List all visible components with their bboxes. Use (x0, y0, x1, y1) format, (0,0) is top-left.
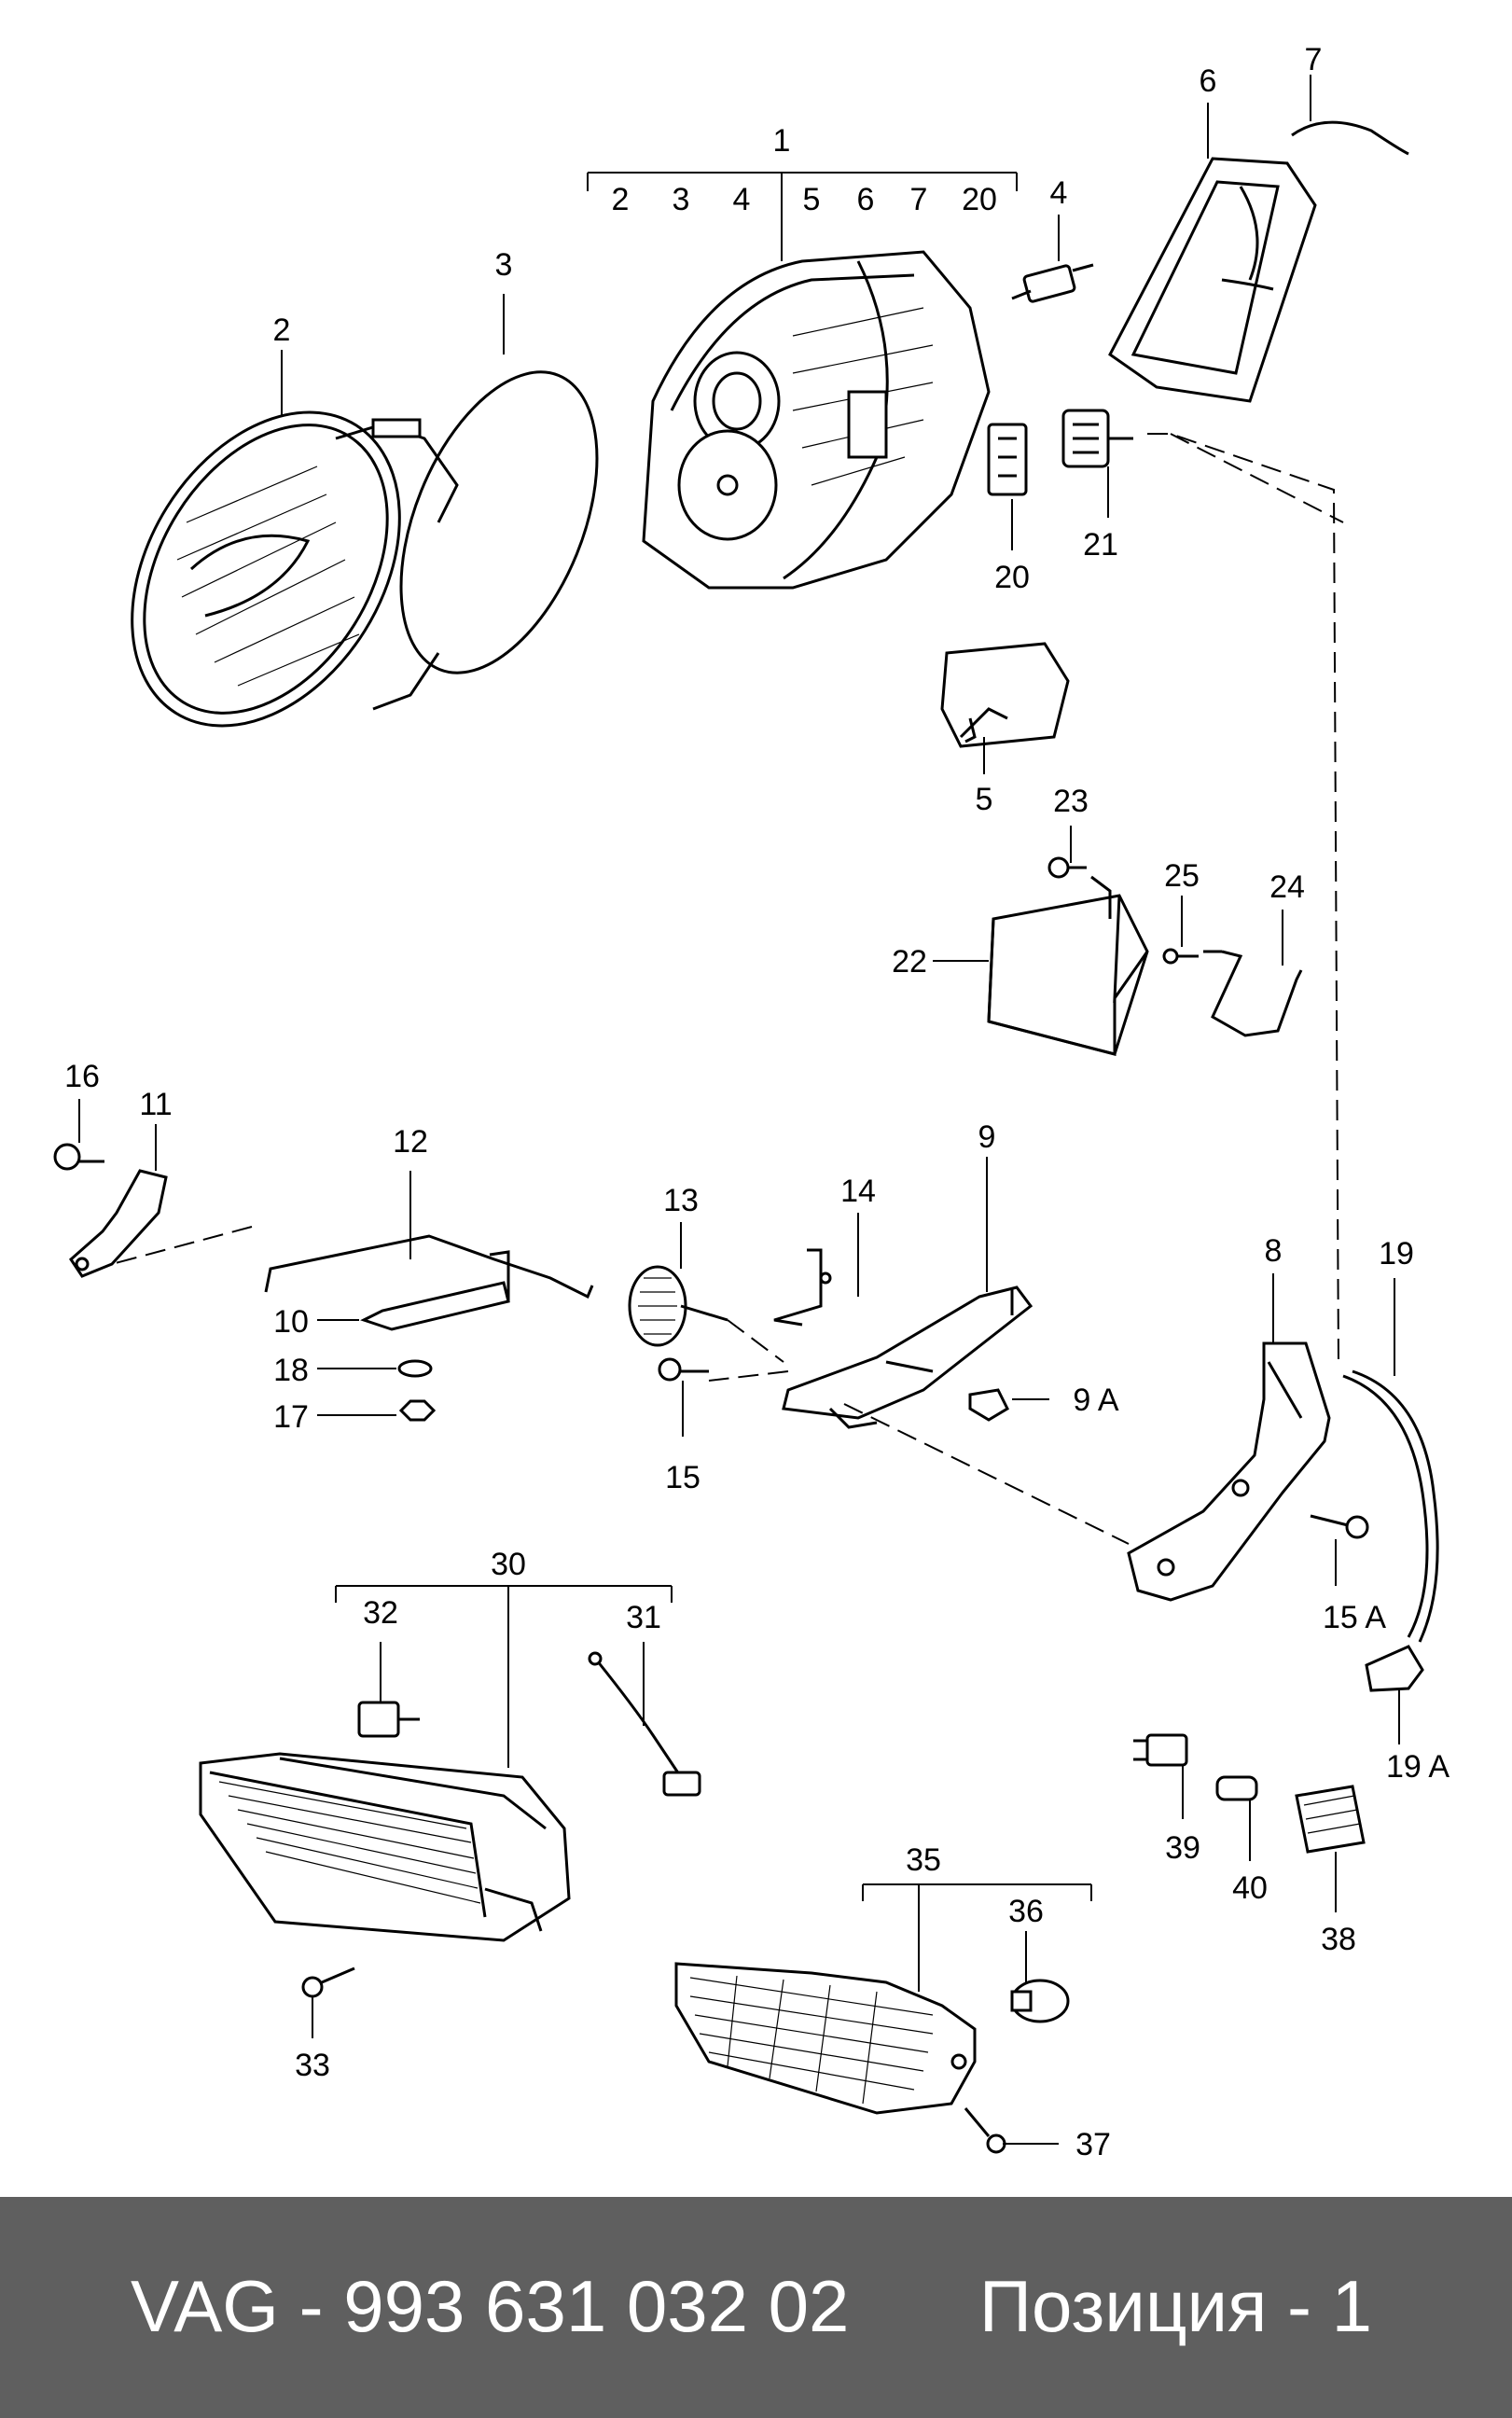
group-bracket-35 (862, 1883, 1092, 1992)
callout-9: 9 (978, 1119, 996, 1155)
callout-39: 39 (1165, 1830, 1200, 1866)
connector-20 (987, 423, 1028, 496)
callout-16: 16 (64, 1059, 100, 1094)
bracket-11 (69, 1169, 168, 1278)
screw-33 (301, 1966, 355, 1998)
callout-36: 36 (1008, 1894, 1044, 1929)
callout-24: 24 (1269, 869, 1305, 905)
leader-lines (78, 75, 1400, 2145)
fog-lamp-30 (199, 1752, 571, 1942)
rod-12 (264, 1234, 594, 1299)
callout-32: 32 (363, 1595, 398, 1631)
hose-19 (1342, 1369, 1439, 1643)
headlight-lens (131, 410, 459, 728)
group-bracket-30 (335, 1585, 673, 1768)
callout-21: 21 (1083, 527, 1118, 563)
callout-31: 31 (626, 1600, 661, 1635)
callout-15: 15 (665, 1460, 701, 1495)
callout-19a: 19 A (1386, 1749, 1450, 1785)
screw-15a (1310, 1514, 1369, 1539)
position-label: Позиция - 1 (978, 2265, 1372, 2347)
callout-5: 5 (976, 782, 993, 817)
callout-6: 6 (1200, 63, 1217, 99)
callout-1-sub-3: 3 (673, 182, 690, 217)
callout-37: 37 (1075, 2127, 1111, 2162)
bracket-14 (773, 1248, 832, 1327)
parts-diagram: 1 2 3 4 5 6 7 20 2 3 4 6 7 20 21 5 23 22… (53, 42, 1450, 2162)
bulb-36 (1010, 1979, 1070, 2023)
callout-22: 22 (892, 944, 927, 980)
footer-bar: VAG - 993 631 032 02 Позиция - 1 (0, 2197, 1512, 2418)
callout-3: 3 (495, 247, 513, 283)
callout-labels: 1 2 3 4 5 6 7 20 2 3 4 6 7 20 21 5 23 22… (64, 42, 1450, 2162)
bulb-40 (1215, 1775, 1258, 1801)
control-unit-5 (940, 642, 1070, 748)
callout-35: 35 (906, 1842, 941, 1878)
callout-1-sub-6: 6 (857, 182, 875, 217)
callout-12: 12 (393, 1124, 428, 1160)
control-unit-22 (987, 875, 1149, 1056)
nut-17 (398, 1399, 437, 1422)
wire-7 (1291, 120, 1409, 156)
screw-37 (964, 2107, 1006, 2154)
callout-1-sub-20: 20 (962, 182, 997, 217)
bracket-24 (1203, 950, 1303, 1037)
group-bracket-1 (587, 172, 1018, 261)
lever-10 (360, 1250, 510, 1331)
screw-23 (1047, 856, 1087, 879)
bolt-16 (53, 1143, 104, 1171)
bulb-32 (357, 1701, 420, 1738)
callout-4: 4 (1050, 175, 1068, 211)
callout-15a: 15 A (1323, 1600, 1386, 1635)
indicator-lamp-35 (674, 1962, 977, 2115)
callout-40: 40 (1232, 1870, 1268, 1906)
callout-2: 2 (273, 313, 291, 348)
wire-31 (588, 1651, 701, 1797)
gear-13 (628, 1265, 728, 1347)
callout-11: 11 (139, 1087, 172, 1122)
callout-1-sub-7: 7 (910, 182, 928, 217)
mounting-bracket-8 (1127, 1341, 1331, 1602)
callout-10: 10 (273, 1304, 309, 1340)
part-number-label: VAG - 993 631 032 02 (131, 2265, 850, 2347)
clip-9a (968, 1388, 1009, 1422)
bulb-4 (1011, 263, 1094, 303)
washer-18 (397, 1359, 433, 1378)
callout-33: 33 (295, 2048, 330, 2083)
callout-17: 17 (273, 1399, 309, 1435)
callout-25: 25 (1164, 858, 1200, 894)
side-marker-38 (1295, 1785, 1366, 1854)
bracket-9 (782, 1285, 1033, 1429)
callout-30: 30 (491, 1547, 526, 1582)
seal-ring (399, 370, 599, 674)
callout-9a: 9 A (1073, 1383, 1118, 1418)
nozzle-19a (1365, 1645, 1424, 1692)
callout-18: 18 (273, 1353, 309, 1388)
callout-1-sub-2: 2 (612, 182, 630, 217)
plug-21 (1061, 409, 1133, 468)
callout-8: 8 (1265, 1233, 1283, 1269)
cover-frame (1108, 157, 1317, 403)
callout-38: 38 (1321, 1922, 1356, 1957)
socket-39 (1133, 1733, 1188, 1767)
callout-7: 7 (1305, 42, 1323, 77)
callout-23: 23 (1053, 784, 1089, 819)
callout-1-sub-5: 5 (803, 182, 821, 217)
screw-15 (658, 1357, 709, 1382)
headlight-housing (642, 250, 991, 590)
callout-14: 14 (840, 1174, 876, 1209)
bolt-25 (1162, 948, 1199, 965)
callout-19: 19 (1379, 1236, 1414, 1272)
callout-20: 20 (994, 560, 1030, 595)
assembly-lines (111, 433, 1344, 1545)
callout-1-sub-4: 4 (733, 182, 751, 217)
callout-1: 1 (773, 123, 791, 159)
callout-13: 13 (663, 1183, 699, 1218)
